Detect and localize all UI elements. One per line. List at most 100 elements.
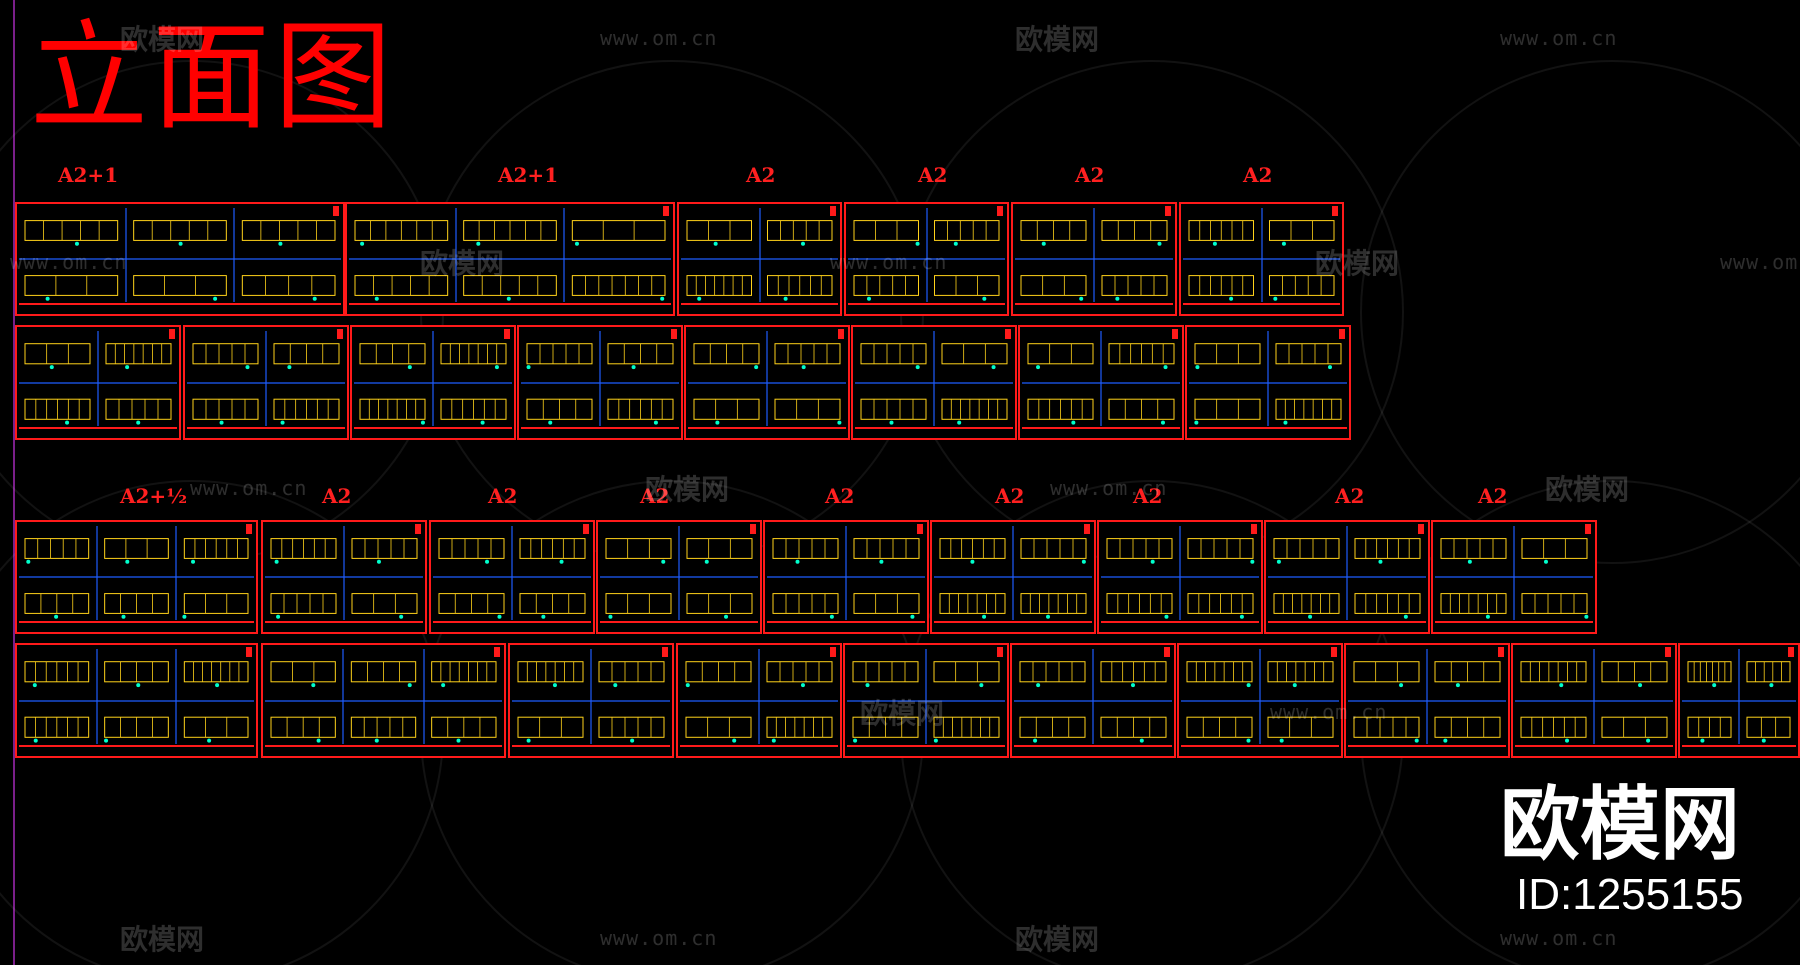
watermark-brand: 欧模网 <box>420 247 505 280</box>
sheet-drawing <box>1101 524 1259 623</box>
sheet-size-label: A2 <box>322 484 352 508</box>
sheet-drawing <box>1022 329 1180 429</box>
drawing-sheet[interactable] <box>15 643 258 758</box>
drawing-sheet[interactable] <box>843 643 1009 758</box>
drawing-sheet[interactable] <box>261 643 506 758</box>
sheet-size-label: A2 <box>1133 484 1163 508</box>
sheet-size-label: A2+1 <box>58 163 119 187</box>
watermark-url: www.om.cn <box>190 476 308 500</box>
drawing-sheet[interactable] <box>1179 202 1344 316</box>
watermark-url: www.om.cn <box>1270 700 1388 724</box>
watermark-url: www.om.cn <box>1050 476 1168 500</box>
sheet-drawing <box>19 329 177 429</box>
drawing-sheet[interactable] <box>1097 520 1263 634</box>
drawing-sheet[interactable] <box>1678 643 1800 758</box>
drawing-sheet[interactable] <box>930 520 1096 634</box>
drawing-sheet[interactable] <box>15 325 181 440</box>
sheet-drawing <box>680 647 838 747</box>
sheet-drawing <box>19 206 341 305</box>
watermark-brand: 欧模网 <box>860 697 945 730</box>
drawing-sheet[interactable] <box>1511 643 1677 758</box>
watermark-url: www.om.cn <box>1500 26 1618 50</box>
sheet-drawing <box>1181 647 1339 747</box>
drawing-sheet[interactable] <box>844 202 1009 316</box>
sheet-size-label: A2 <box>1335 484 1365 508</box>
watermark-url: www.om.cn <box>830 250 948 274</box>
sheet-drawing <box>1189 329 1347 429</box>
drawing-sheet[interactable] <box>1018 325 1184 440</box>
sheet-size-label: A2 <box>918 163 948 187</box>
sheet-drawing <box>1183 206 1340 305</box>
sheet-drawing <box>187 329 345 429</box>
sheet-size-label: A2 <box>1243 163 1273 187</box>
sheet-drawing <box>934 524 1092 623</box>
sheet-size-label: A2+½ <box>120 484 188 508</box>
sheet-drawing <box>767 524 925 623</box>
drawing-sheet[interactable] <box>508 643 674 758</box>
drawing-sheet[interactable] <box>15 520 258 634</box>
watermark-url: www.om.cn <box>1720 250 1800 274</box>
sheet-drawing <box>848 206 1005 305</box>
drawing-sheet[interactable] <box>677 202 842 316</box>
sheet-drawing <box>433 524 591 623</box>
sheet-drawing <box>855 329 1013 429</box>
sheet-drawing <box>1268 524 1426 623</box>
drawing-sheet[interactable] <box>1177 643 1343 758</box>
watermark-brand: 欧模网 <box>1015 23 1100 56</box>
sheet-size-label: A2 <box>1075 163 1105 187</box>
drawing-sheet[interactable] <box>763 520 929 634</box>
watermark-brand: 欧模网 <box>1015 923 1100 956</box>
sheet-drawing <box>600 524 758 623</box>
sheet-size-label: A2 <box>995 484 1025 508</box>
drawing-sheet[interactable] <box>851 325 1017 440</box>
sheet-drawing <box>1682 647 1796 747</box>
drawing-sheet[interactable] <box>429 520 595 634</box>
sheet-drawing <box>354 329 512 429</box>
sheet-size-label: A2 <box>488 484 518 508</box>
drawing-sheet[interactable] <box>1010 643 1176 758</box>
sheet-size-label: A2 <box>746 163 776 187</box>
drawing-sheet[interactable] <box>684 325 850 440</box>
sheet-drawing <box>19 524 254 623</box>
drawing-sheet[interactable] <box>517 325 683 440</box>
sheet-drawing <box>688 329 846 429</box>
drawing-sheet[interactable] <box>183 325 349 440</box>
drawing-sheet[interactable] <box>1185 325 1351 440</box>
watermark-url: www.om.cn <box>10 250 128 274</box>
watermark-brand: 欧模网 <box>120 23 205 56</box>
watermark-brand: 欧模网 <box>1315 247 1400 280</box>
sheet-drawing <box>1435 524 1593 623</box>
sheet-drawing <box>265 524 423 623</box>
drawing-sheet[interactable] <box>15 202 345 316</box>
watermark-brand: 欧模网 <box>645 473 730 506</box>
drawing-sheet[interactable] <box>1011 202 1177 316</box>
drawing-sheet[interactable] <box>350 325 516 440</box>
sheet-drawing <box>19 647 254 747</box>
drawing-sheet[interactable] <box>1431 520 1597 634</box>
sheet-drawing <box>1515 647 1673 747</box>
sheet-drawing <box>681 206 838 305</box>
drawing-sheet[interactable] <box>1344 643 1510 758</box>
sheet-drawing <box>521 329 679 429</box>
drawing-sheet[interactable] <box>1264 520 1430 634</box>
sheet-drawing <box>512 647 670 747</box>
drawing-sheet[interactable] <box>596 520 762 634</box>
drawing-sheet[interactable] <box>345 202 675 316</box>
sheet-size-label: A2 <box>1478 484 1508 508</box>
sheet-size-label: A2 <box>640 484 670 508</box>
sheet-drawing <box>847 647 1005 747</box>
sheet-drawing <box>265 647 502 747</box>
page-title: 立面图 <box>30 8 397 146</box>
watermark-url: www.om.cn <box>600 926 718 950</box>
sheet-drawing <box>349 206 671 305</box>
sheet-size-label: A2 <box>825 484 855 508</box>
sheet-drawing <box>1015 206 1173 305</box>
watermark-brand: 欧模网 <box>120 923 205 956</box>
drawing-sheet[interactable] <box>261 520 427 634</box>
sheet-drawing <box>1348 647 1506 747</box>
brand-logo: 欧模网 <box>1500 778 1740 871</box>
sheet-drawing <box>1014 647 1172 747</box>
drawing-sheet[interactable] <box>676 643 842 758</box>
watermark-brand: 欧模网 <box>1545 473 1630 506</box>
